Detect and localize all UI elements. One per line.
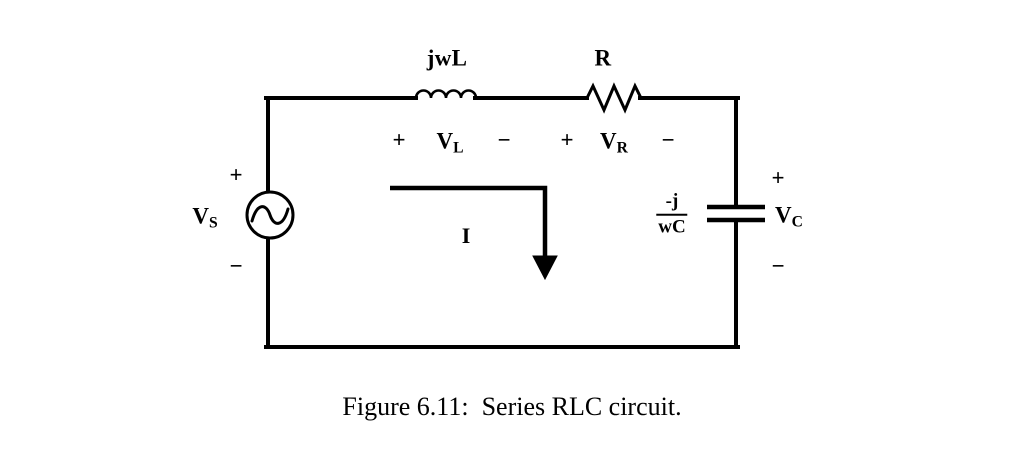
capacitor-voltage-subscript: C — [791, 213, 803, 231]
inductor-voltage-label: VL — [436, 128, 463, 157]
source-minus-sign: − — [229, 253, 243, 279]
capacitor-plus-sign: + — [771, 165, 785, 191]
capacitor-voltage-label: VC — [775, 202, 803, 231]
inductor-voltage-symbol: V — [436, 128, 454, 154]
inductor-coil-icon — [414, 89, 478, 100]
source-voltage-symbol: V — [192, 203, 209, 229]
resistor-minus-sign: − — [661, 127, 675, 153]
resistor-voltage-label: VR — [600, 128, 628, 157]
capacitor-voltage-symbol: V — [775, 202, 792, 228]
resistor-voltage-subscript: R — [616, 139, 628, 157]
figure-caption: Figure 6.11: Series RLC circuit. — [342, 392, 682, 421]
source-voltage-subscript: S — [208, 214, 218, 232]
capacitor-impedance-numerator: -j — [665, 190, 679, 212]
source-plus-sign: + — [229, 162, 243, 188]
resistor-voltage-symbol: V — [600, 128, 617, 154]
sine-wave-icon — [250, 205, 290, 225]
resistor-zigzag-icon — [585, 82, 643, 114]
current-label: I — [461, 223, 471, 248]
capacitor-impedance-label: -j wC — [656, 190, 688, 239]
inductor-voltage-subscript: L — [453, 139, 464, 157]
current-arrow-head — [532, 255, 558, 281]
inductor-plus-sign: + — [392, 127, 406, 153]
resistor-plus-sign: + — [560, 127, 574, 153]
capacitor-minus-sign: − — [771, 253, 785, 279]
capacitor-impedance-denominator: wC — [658, 216, 686, 238]
fraction-bar — [656, 213, 688, 216]
inductor-minus-sign: − — [497, 127, 511, 153]
current-arrow-line — [390, 185, 548, 258]
resistor-header-label: R — [594, 45, 612, 71]
inductor-header-label: jwL — [426, 45, 468, 71]
source-voltage-label: VS — [192, 203, 217, 232]
